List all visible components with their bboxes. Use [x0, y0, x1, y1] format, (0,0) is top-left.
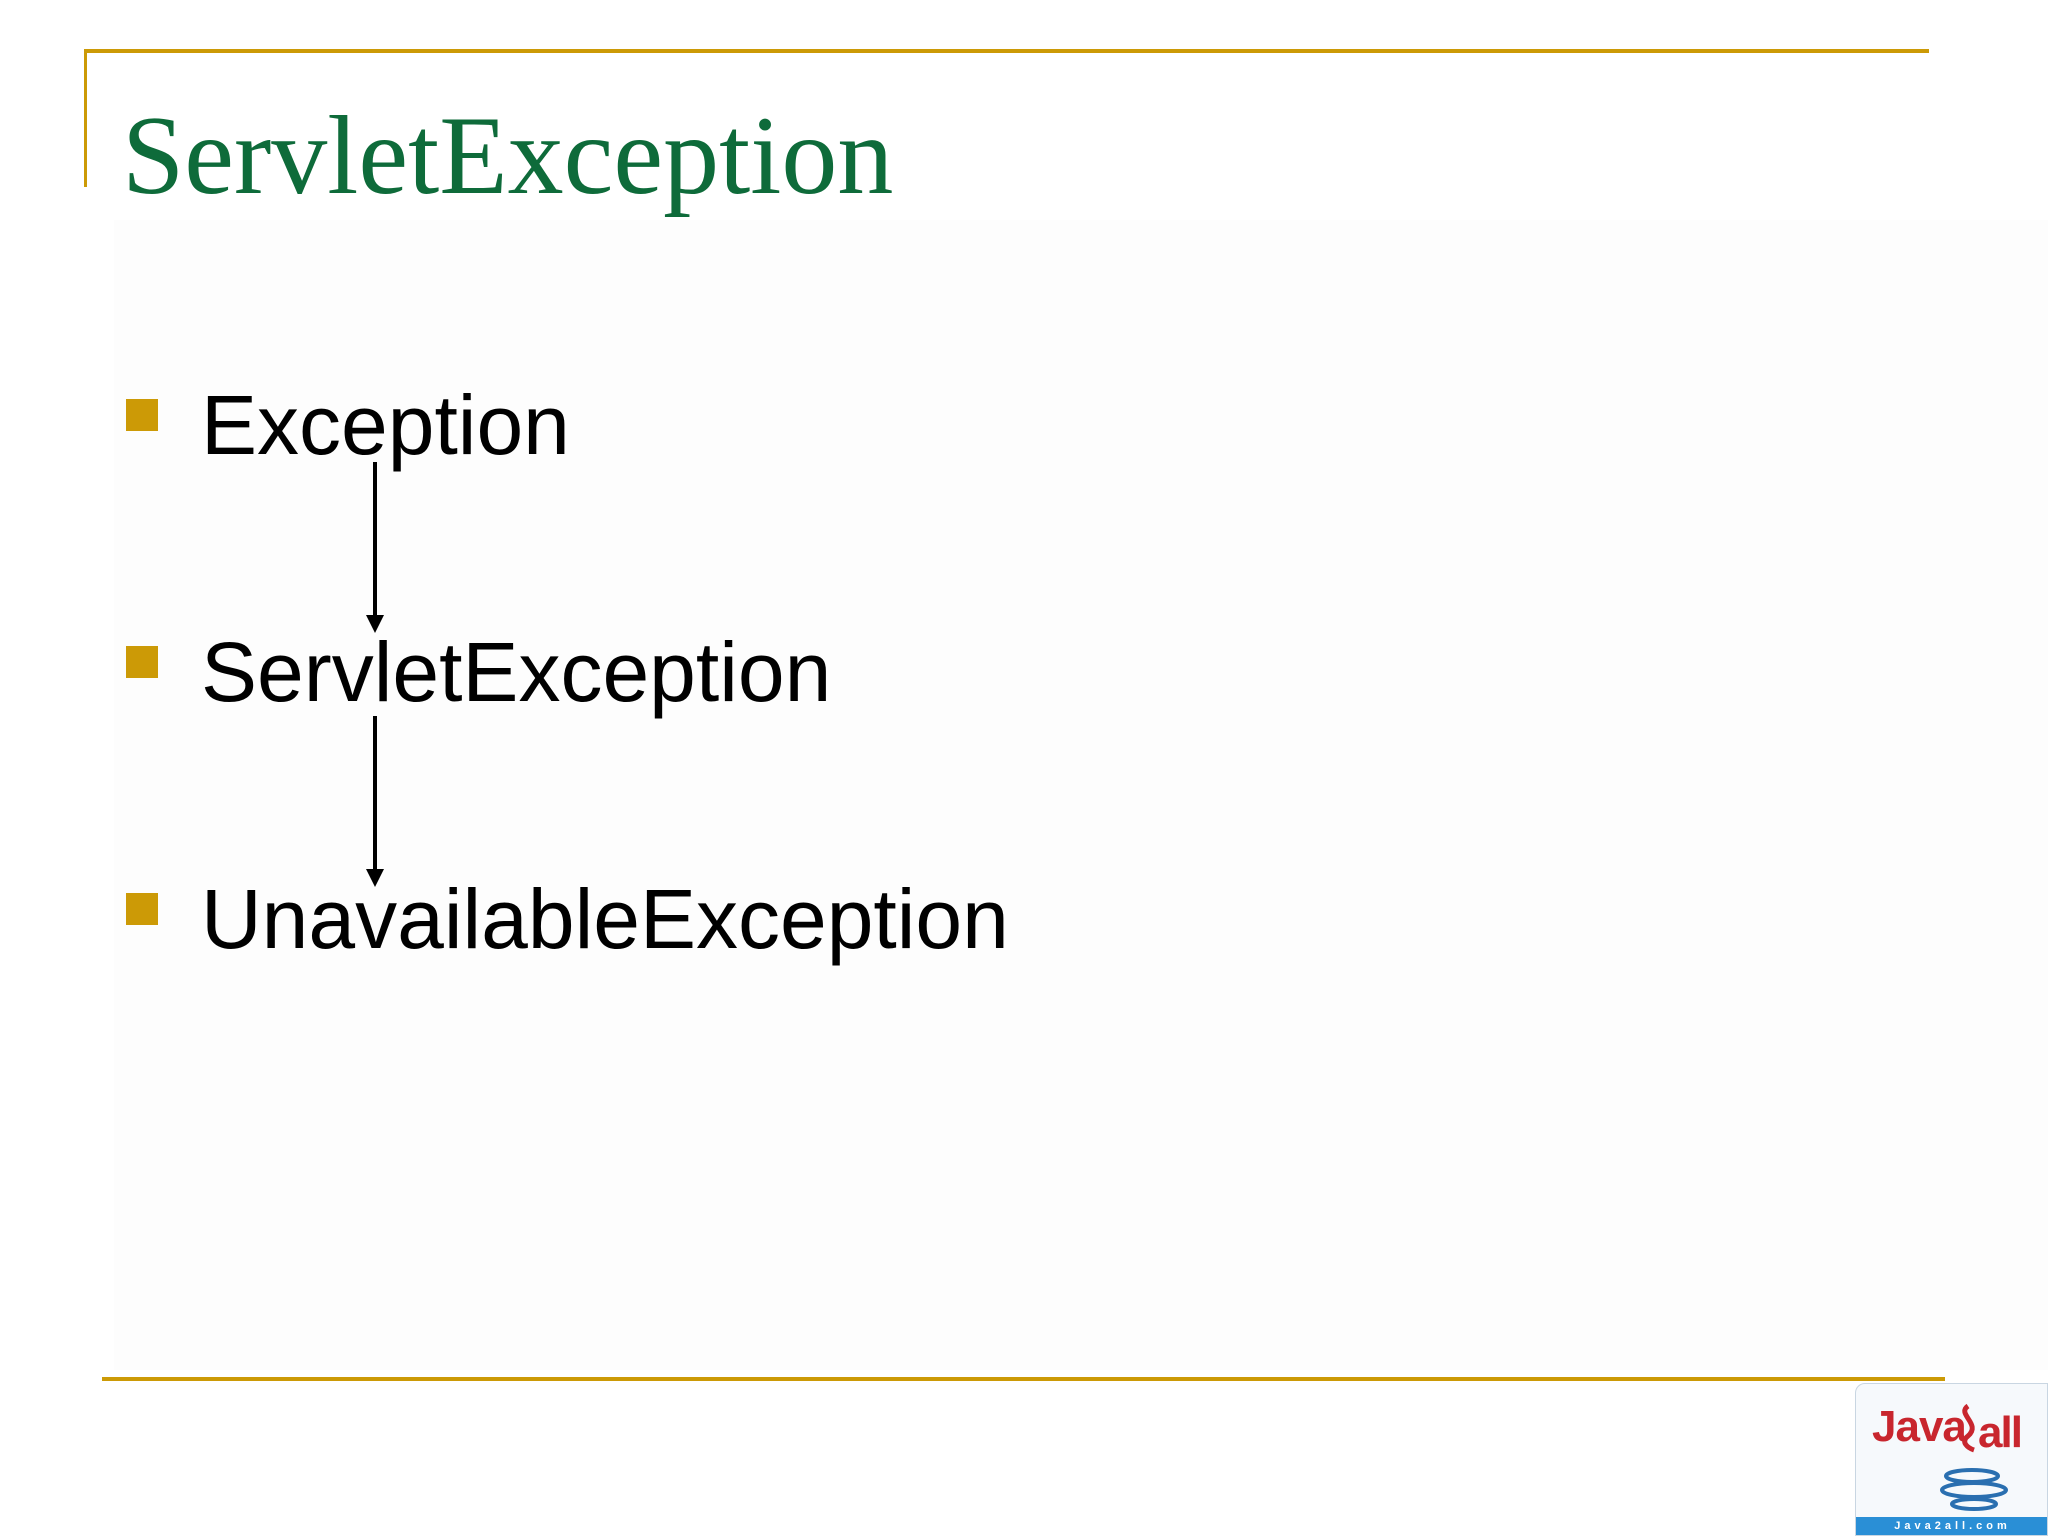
logo-java-text: Java — [1872, 1402, 1967, 1451]
square-bullet-icon — [126, 646, 158, 678]
java-coffee-cup-icon — [1940, 1403, 2008, 1511]
bullet-text: Exception — [201, 378, 570, 472]
logo-url-bar: Java2all.com — [1856, 1517, 2047, 1535]
square-bullet-icon — [126, 893, 158, 925]
square-bullet-icon — [126, 399, 158, 431]
arrow-down-icon — [366, 462, 384, 633]
top-rule — [84, 49, 1929, 53]
logo-all-text: all — [1978, 1408, 2023, 1457]
bottom-rule — [102, 1377, 1945, 1381]
java2all-logo: Java all Java2all.com — [1855, 1383, 2048, 1536]
arrow-down-icon — [366, 716, 384, 887]
bullet-text: ServletException — [201, 625, 832, 719]
content-background — [114, 220, 2048, 1370]
slide-title: ServletException — [122, 94, 894, 218]
left-rule — [84, 49, 87, 187]
bullet-text: UnavailableException — [201, 872, 1009, 966]
